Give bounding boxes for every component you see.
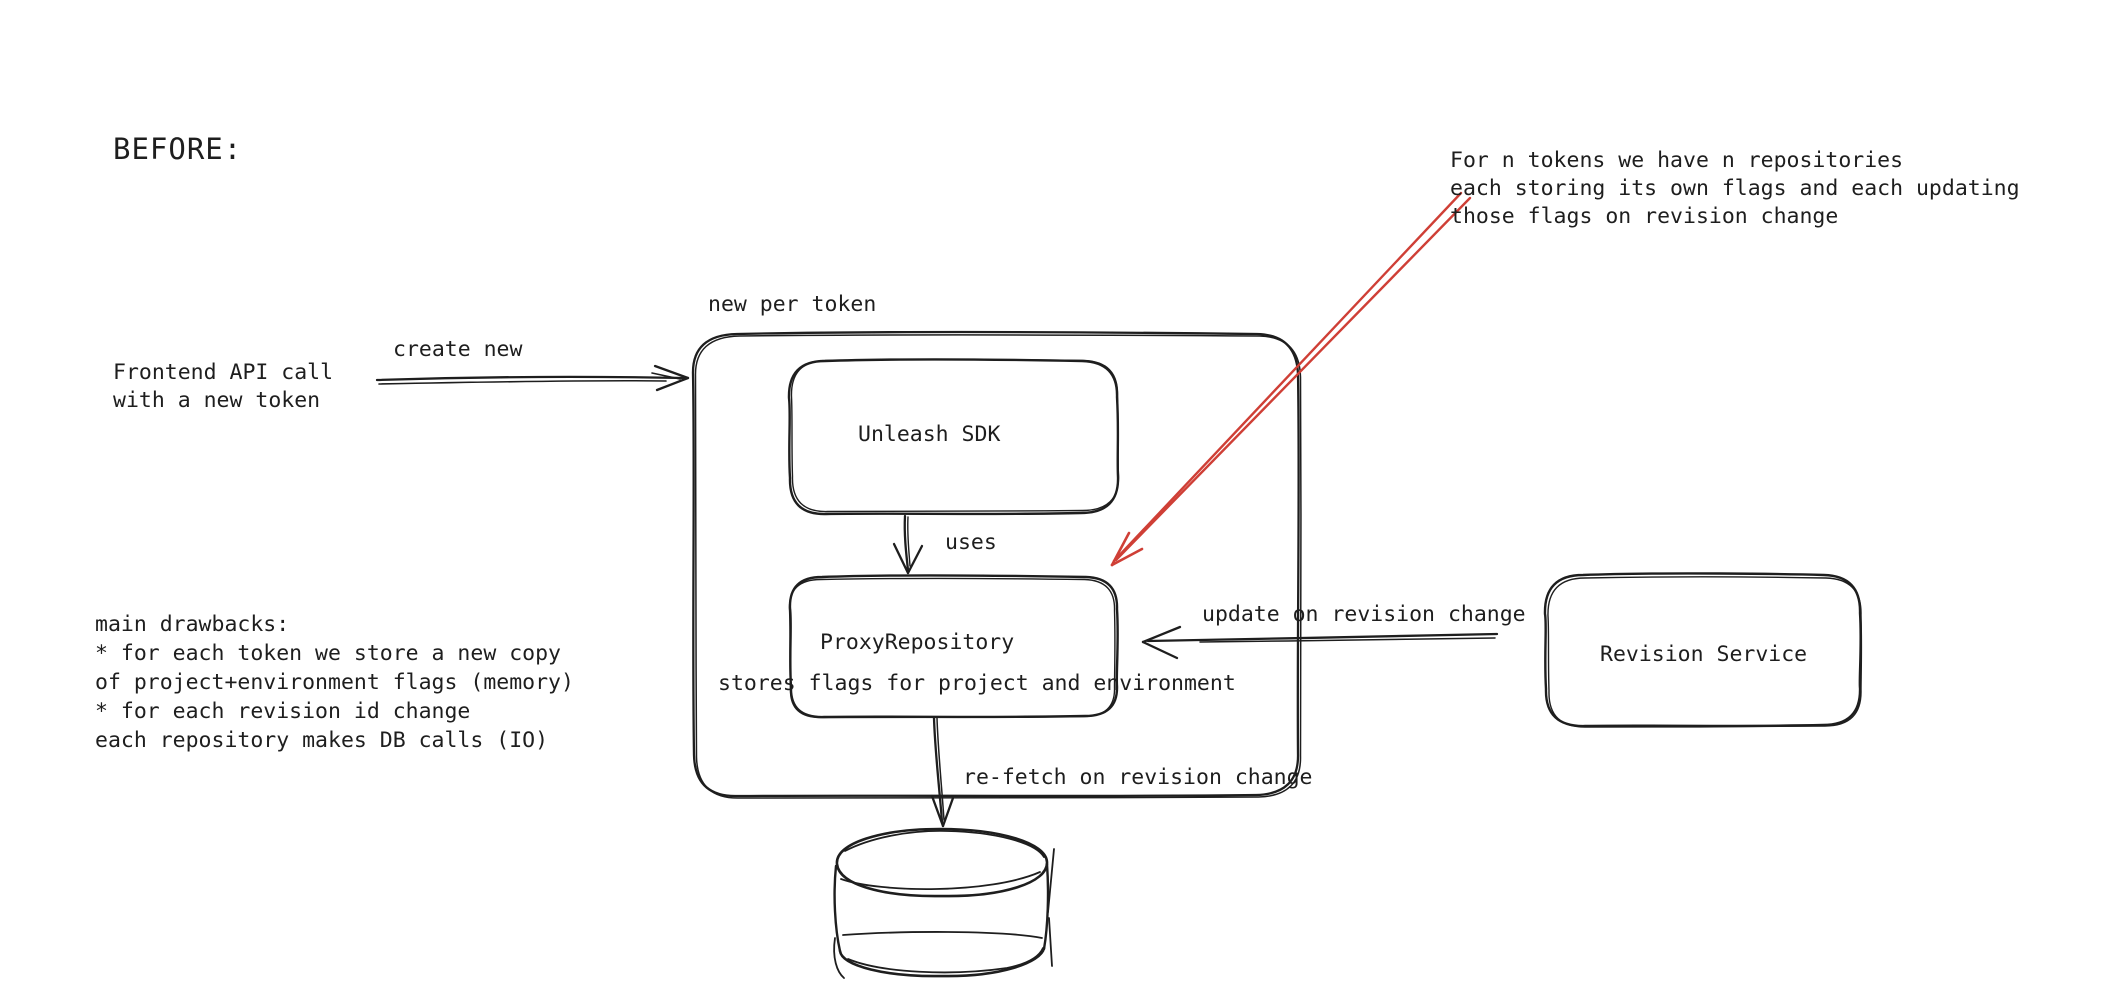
unleash-sdk-node-label: Unleash SDK bbox=[858, 422, 1001, 447]
red-annotation-arrow bbox=[1110, 191, 1472, 567]
unleash-sdk-node-outline bbox=[787, 358, 1120, 516]
frontend-note: Frontend API call with a new token bbox=[113, 360, 334, 413]
update-arrow bbox=[1141, 625, 1499, 660]
revision-service-node-outline bbox=[1543, 572, 1863, 728]
create-new-arrow bbox=[375, 364, 690, 392]
uses-arrow bbox=[892, 514, 924, 575]
page-title: BEFORE: bbox=[113, 132, 243, 166]
drawbacks-note: main drawbacks: * for each token we stor… bbox=[95, 612, 574, 753]
container-node-label: new per token bbox=[708, 292, 877, 317]
refetch-arrow-label: re-fetch on revision change bbox=[963, 765, 1313, 790]
tokens-note: For n tokens we have n repositories each… bbox=[1450, 148, 2020, 229]
create-new-arrow-label: create new bbox=[393, 337, 523, 362]
proxy-repository-node-sublabel: stores flags for project and environment bbox=[718, 671, 1236, 696]
uses-arrow-label: uses bbox=[945, 530, 997, 555]
update-arrow-label: update on revision change bbox=[1202, 602, 1526, 627]
db-cylinder-icon bbox=[833, 827, 1055, 979]
proxy-repository-node-outline bbox=[788, 574, 1119, 719]
revision-service-node-label: Revision Service bbox=[1600, 642, 1808, 667]
refetch-arrow bbox=[930, 716, 955, 828]
container-node-outline bbox=[691, 330, 1302, 799]
proxy-repository-node-label: ProxyRepository bbox=[820, 630, 1015, 655]
